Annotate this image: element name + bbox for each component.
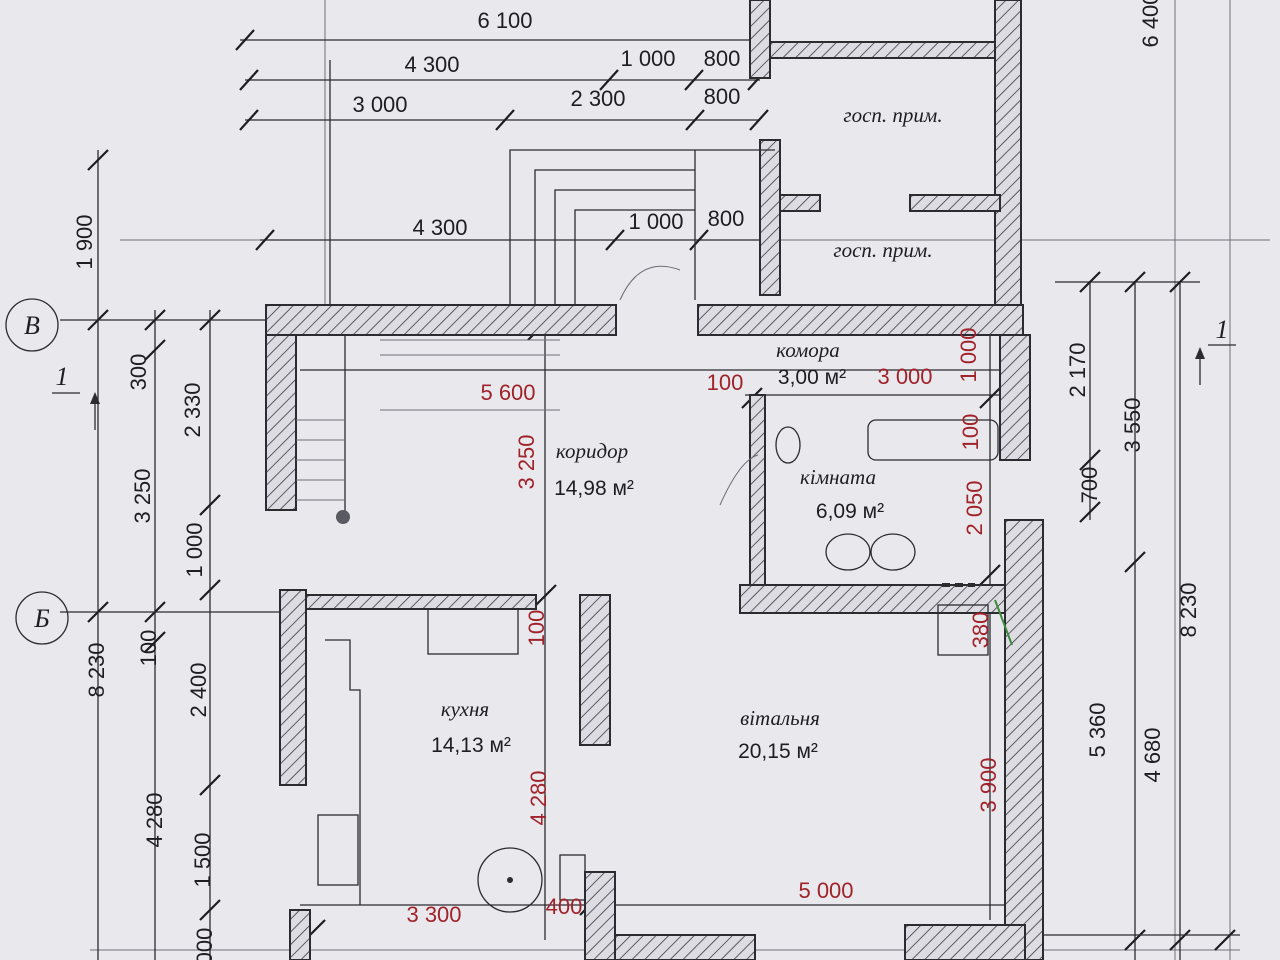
dim-4300-a: 4 300 [404, 52, 459, 77]
dim-6100: 6 100 [477, 8, 532, 33]
dim-2050: 2 050 [962, 480, 987, 535]
axis-markers: В Б 1 1 [5, 298, 1236, 645]
dim-100-a: 100 [707, 370, 744, 395]
room-komora-name: комора [776, 338, 840, 362]
left-dimension-lines [60, 149, 280, 960]
walls [265, 0, 1044, 960]
dim-4280-left: 4 280 [142, 792, 167, 847]
axis-v-label: В [24, 311, 40, 340]
dim-100-kitchen: 100 [524, 610, 549, 647]
room-vitalnia-area: 20,15 м² [738, 740, 818, 763]
room-kimnata-area: 6,09 м² [816, 500, 884, 523]
dim-3250: 3 250 [130, 468, 155, 523]
top-dimension-lines [235, 29, 769, 320]
dim-1000-b: 1 000 [628, 209, 683, 234]
room-korydor-area: 14,98 м² [554, 477, 634, 500]
dim-2330: 2 330 [180, 382, 205, 437]
dim-100-left: 100 [136, 630, 161, 667]
dim-6400: 6 400 [1138, 0, 1163, 48]
dim-8230-right: 8 230 [1176, 582, 1201, 637]
dim-380: 380 [968, 612, 993, 649]
dim-3900: 3 900 [976, 757, 1001, 812]
dim-8230-left: 8 230 [84, 642, 109, 697]
right-dimensions: 2 170 3 550 700 5 360 4 680 8 230 [1065, 342, 1201, 782]
dim-4300-b: 4 300 [412, 215, 467, 240]
dim-800-c: 800 [708, 206, 745, 231]
dim-1500: 1 500 [190, 832, 215, 887]
axis-b-label: Б [33, 604, 49, 633]
room-kukhnia-name: кухня [441, 697, 489, 721]
dim-3000-inner: 3 000 [877, 364, 932, 389]
stairs [296, 149, 1013, 913]
room-komora-area: 3,00 м² [778, 366, 846, 389]
dim-100-vert: 100 [958, 414, 983, 451]
dim-300: 300 [126, 354, 151, 391]
dim-3300: 3 300 [406, 902, 461, 927]
dim-000: 000 [192, 928, 217, 960]
dim-1000-a: 1 000 [620, 46, 675, 71]
section-right-label: 1 [1216, 315, 1229, 344]
inner-dimension-lines [300, 319, 1039, 941]
dim-1000-left: 1 000 [182, 522, 207, 577]
left-dimensions: 1 900 300 2 330 3 250 1 000 8 230 100 2 … [72, 214, 217, 960]
right-dimension-lines [1010, 271, 1240, 960]
inner-dimensions: 5 600 100 3 000 1 000 3 250 100 2 050 38… [406, 327, 1001, 927]
room-gosp-1-name: госп. прим. [843, 103, 942, 127]
dim-3000-a: 3 000 [352, 92, 407, 117]
room-korydor-name: коридор [556, 439, 628, 463]
room-labels: госп. прим. госп. прим. комора 3,00 м² к… [431, 103, 943, 763]
room-kukhnia-area: 14,13 м² [431, 734, 511, 757]
dim-800-a: 800 [704, 46, 741, 71]
dim-800-b: 800 [704, 84, 741, 109]
dim-2300: 2 300 [570, 86, 625, 111]
dim-700: 700 [1077, 467, 1102, 504]
room-gosp-2-name: госп. прим. [833, 238, 932, 262]
room-vitalnia-name: вітальня [740, 706, 820, 730]
dim-2400: 2 400 [186, 662, 211, 717]
dim-3550: 3 550 [1120, 397, 1145, 452]
room-kimnata-name: кімната [800, 465, 876, 489]
dim-4680: 4 680 [1140, 727, 1165, 782]
dim-5600: 5 600 [480, 380, 535, 405]
section-left-label: 1 [56, 362, 69, 391]
dim-400: 400 [546, 894, 583, 919]
dim-2170: 2 170 [1065, 342, 1090, 397]
dim-1900: 1 900 [72, 214, 97, 269]
dim-1000-vert: 1 000 [956, 327, 981, 382]
dim-5360: 5 360 [1085, 702, 1110, 757]
top-dimensions: 6 100 6 400 4 300 1 000 800 3 000 2 300 … [352, 0, 1163, 240]
dim-5000: 5 000 [798, 878, 853, 903]
dim-4280-kitchen: 4 280 [526, 770, 551, 825]
dim-3250-vert: 3 250 [514, 434, 539, 489]
